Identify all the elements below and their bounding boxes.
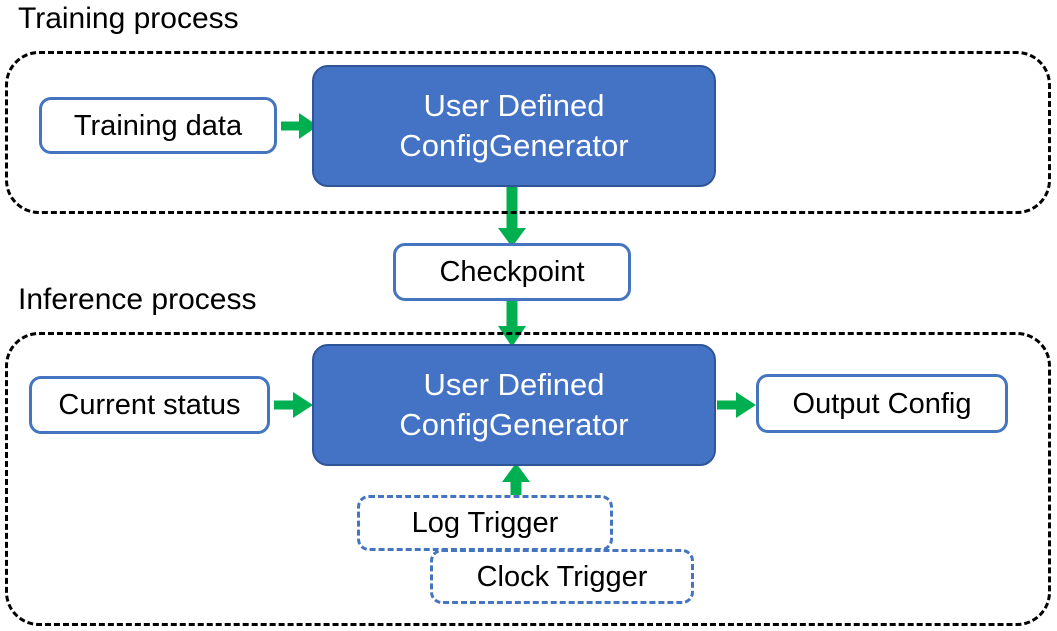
node-checkpoint[interactable]: Checkpoint [393,243,631,301]
node-train-config-generator[interactable]: User Defined ConfigGenerator [312,65,716,187]
node-clock-trigger[interactable]: Clock Trigger [430,549,694,604]
inference-process-caption: Inference process [18,283,257,316]
node-current-status[interactable]: Current status [29,376,270,434]
node-infer-config-generator-line1: User Defined [423,367,605,402]
node-infer-config-generator-line2: ConfigGenerator [399,407,629,442]
node-training-data[interactable]: Training data [39,97,277,154]
inference-process-group [5,332,1051,626]
node-train-config-generator-line1: User Defined [423,88,605,123]
training-process-group [5,51,1051,214]
node-infer-config-generator[interactable]: User Defined ConfigGenerator [312,344,716,466]
node-log-trigger[interactable]: Log Trigger [357,495,613,551]
training-process-caption: Training process [18,2,239,35]
node-output-config[interactable]: Output Config [756,374,1008,433]
node-train-config-generator-line2: ConfigGenerator [399,128,629,163]
